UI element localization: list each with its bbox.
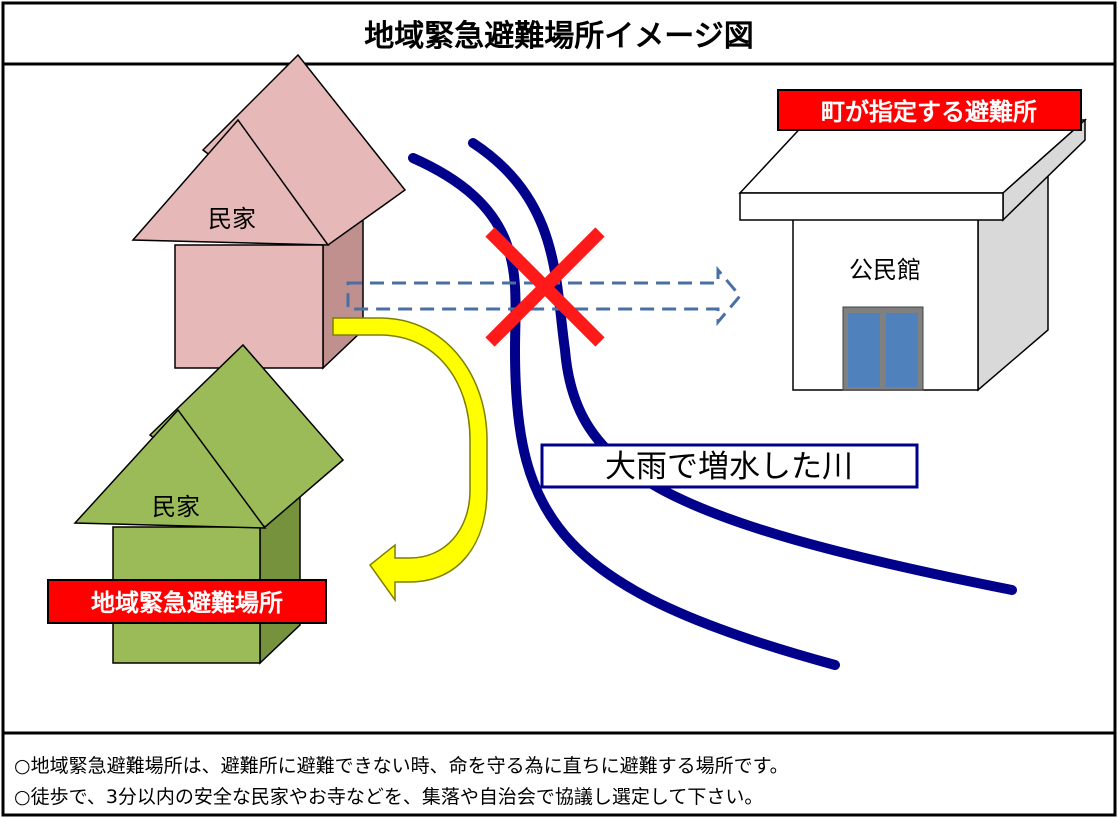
river [408,138,1017,670]
river-bank-right [468,138,1017,595]
x-mark-icon [485,227,605,347]
house-bottom-label: 民家 [152,493,200,521]
note-line-2: ○徒歩で、3分以内の安全な民家やお寺などを、集落や自治会で協議し選定して下さい。 [14,786,763,808]
hall-door-left [848,313,880,387]
house-top: 民家 [131,53,407,370]
house-top-label: 民家 [208,205,256,233]
hall-roof-front [739,192,1004,221]
house-top-front-wall [174,244,324,369]
dashed-arrow-icon [346,265,742,327]
house-bottom-roof-front [73,408,267,529]
community-hall: 公民館 [738,118,1087,392]
hall-label: 公民館 [849,256,921,284]
designated-shelter-tag: 町が指定する避難所 [777,89,1082,131]
river-bank-left [408,153,840,670]
river-label: 大雨で増水した川 [605,449,853,485]
evacuation-site-tag-text: 地域緊急避難場所 [91,589,283,617]
hall-door-right [886,313,918,387]
curved-arrow-icon [332,317,488,603]
note-line-1: ○地域緊急避難場所は、避難所に避難できない時、命を守る為に直ちに避難する場所です… [14,755,789,777]
evacuation-site-tag: 地域緊急避難場所 [47,579,327,624]
river-label-box: 大雨で増水した川 [540,443,919,489]
house-top-roof-front [131,118,330,246]
page-title: 地域緊急避難場所イメージ図 [364,19,753,54]
designated-shelter-tag-text: 町が指定する避難所 [821,98,1037,126]
